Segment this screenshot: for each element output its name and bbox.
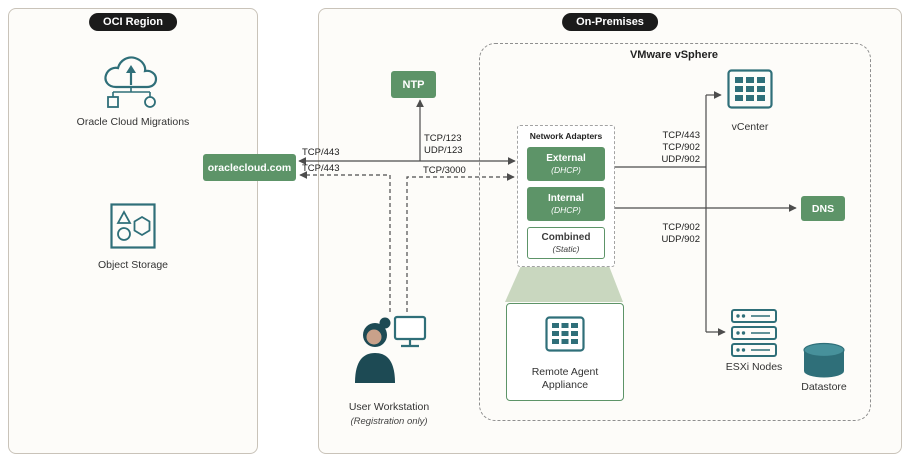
oracle-cloud-migrations-icon xyxy=(98,51,168,111)
user-workstation-label: User Workstation xyxy=(348,401,430,413)
vmware-vsphere-title: VMware vSphere xyxy=(629,49,719,61)
vcenter-icon xyxy=(727,69,773,109)
object-storage-label: Object Storage xyxy=(97,259,169,271)
oracle-cloud-migrations-label: Oracle Cloud Migrations xyxy=(76,116,190,128)
esxi-nodes-icon xyxy=(731,309,777,357)
adapter-combined-mode: (Static) xyxy=(552,243,580,254)
adapter-external-mode: (DHCP) xyxy=(551,164,581,175)
port-esxi-tcp902: TCP/902 xyxy=(662,222,701,233)
adapter-internal-mode: (DHCP) xyxy=(551,204,581,215)
oci-region-panel: OCI Region Oracle Cloud Migrations Objec… xyxy=(8,8,258,454)
port-ntp-tcp: TCP/123 xyxy=(424,133,462,144)
network-adapters-title: Network Adapters xyxy=(529,131,603,141)
oci-region-badge: OCI Region xyxy=(89,13,177,31)
port-ntp-udp: UDP/123 xyxy=(424,145,463,156)
adapter-internal: Internal (DHCP) xyxy=(527,187,605,221)
ntp-node: NTP xyxy=(391,71,436,98)
user-workstation-sublabel: (Registration only) xyxy=(350,416,428,427)
port-vcenter-tcp902: TCP/902 xyxy=(662,142,701,153)
datastore-icon xyxy=(802,342,846,380)
port-cloud-dashed: TCP/443 xyxy=(302,163,340,174)
on-premises-panel: On-Premises VMware vSphere NTP Network A… xyxy=(318,8,902,454)
esxi-nodes-label: ESXi Nodes xyxy=(725,361,783,373)
adapter-internal-name: Internal xyxy=(547,192,585,204)
oraclecloud-node: oraclecloud.com xyxy=(203,154,296,181)
remote-agent-line2: Appliance xyxy=(541,379,589,391)
user-workstation-icon xyxy=(349,313,429,399)
vcenter-label: vCenter xyxy=(731,121,769,133)
port-agent: TCP/3000 xyxy=(423,165,466,176)
adapter-external: External (DHCP) xyxy=(527,147,605,181)
network-adapters-box: Network Adapters External (DHCP) Interna… xyxy=(517,125,615,267)
remote-agent-appliance-label: Remote Agent Appliance xyxy=(532,366,599,392)
adapter-combined-name: Combined xyxy=(541,231,591,243)
port-vcenter-udp902: UDP/902 xyxy=(661,154,700,165)
remote-agent-appliance-icon xyxy=(545,316,585,352)
adapter-external-name: External xyxy=(546,152,586,164)
remote-agent-line1: Remote Agent xyxy=(531,366,599,378)
remote-agent-appliance: Remote Agent Appliance xyxy=(506,303,624,401)
port-vcenter-tcp443: TCP/443 xyxy=(662,130,701,141)
port-esxi-udp902: UDP/902 xyxy=(661,234,700,245)
port-cloud-solid: TCP/443 xyxy=(302,147,340,158)
adapter-combined: Combined (Static) xyxy=(527,227,605,259)
dns-node: DNS xyxy=(801,196,845,221)
object-storage-icon xyxy=(110,203,156,249)
on-premises-badge: On-Premises xyxy=(562,13,658,31)
datastore-label: Datastore xyxy=(801,381,847,393)
